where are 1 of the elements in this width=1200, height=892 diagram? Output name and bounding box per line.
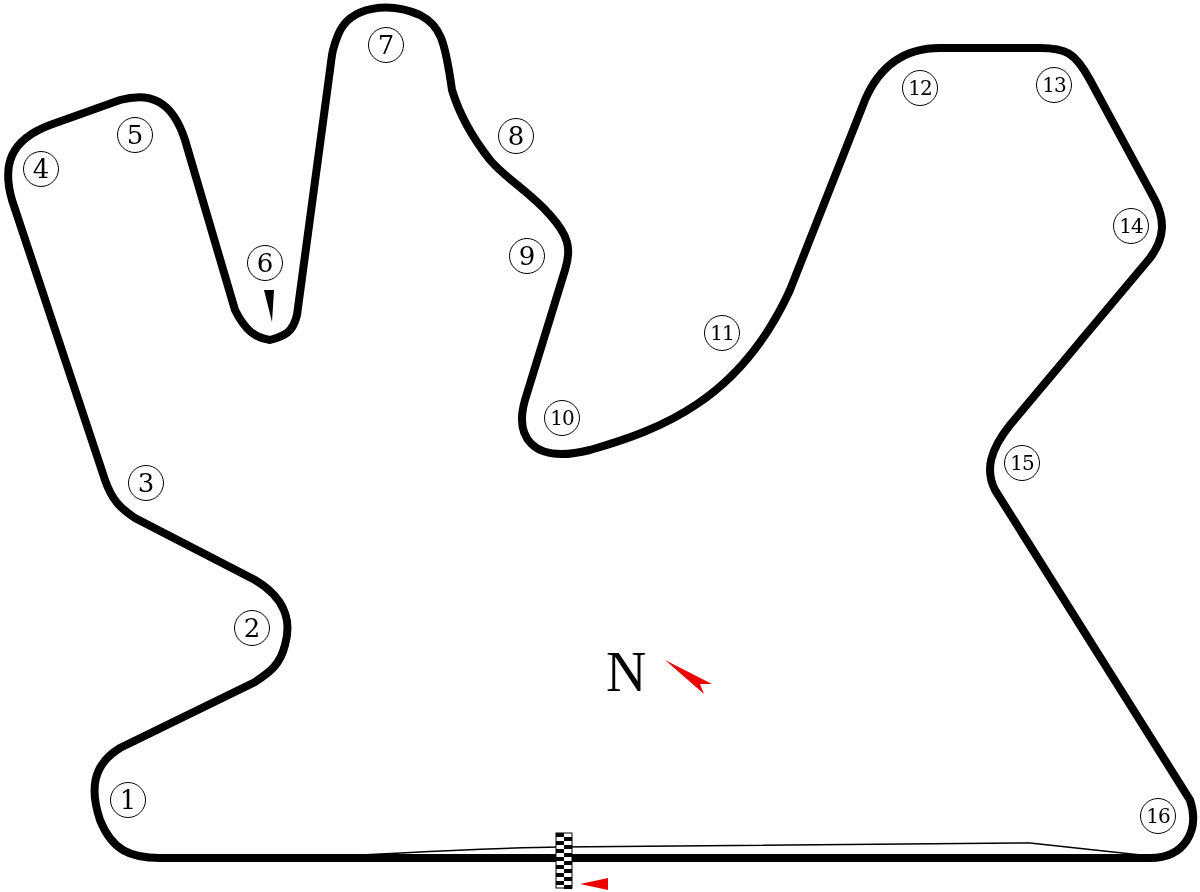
- north-label: N: [606, 644, 647, 700]
